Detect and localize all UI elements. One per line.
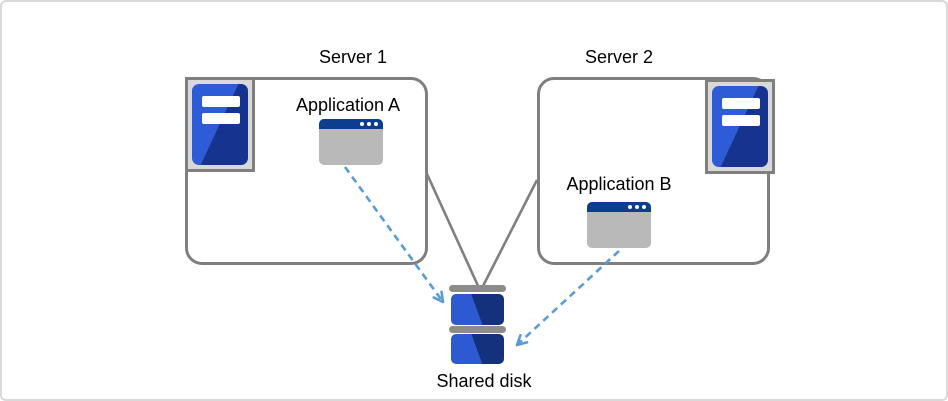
connector-server2-to-disk <box>480 179 539 289</box>
window-titlebar <box>587 202 651 212</box>
connector-server1-to-disk <box>425 173 481 289</box>
server1-label: Server 1 <box>318 47 388 67</box>
server-icon <box>705 79 775 174</box>
application-a-label: Application A <box>295 95 401 115</box>
server-icon <box>185 77 255 172</box>
window-dot-icon <box>367 122 371 126</box>
application-window-icon <box>319 119 383 165</box>
server-slot <box>722 115 760 126</box>
shared-disk-icon <box>449 285 506 364</box>
window-titlebar <box>319 119 383 129</box>
server-slot <box>722 98 760 109</box>
dashed-arrow-appA-to-disk <box>343 166 445 304</box>
disk-bar <box>449 326 506 333</box>
window-dot-icon <box>628 205 632 209</box>
application-window-icon <box>587 202 651 248</box>
disk-unit <box>451 294 504 325</box>
window-buttons <box>628 205 646 209</box>
server-tower <box>712 86 768 167</box>
server-slot <box>202 113 240 124</box>
window-buttons <box>360 122 378 126</box>
server-slot <box>202 96 240 107</box>
window-dot-icon <box>374 122 378 126</box>
dashed-arrow-appB-to-disk <box>515 250 620 347</box>
disk-unit <box>451 334 504 364</box>
window-dot-icon <box>360 122 364 126</box>
disk-bar <box>449 285 506 292</box>
server-tower <box>192 84 248 165</box>
application-b-label: Application B <box>566 174 672 194</box>
server2-label: Server 2 <box>584 47 654 67</box>
window-dot-icon <box>635 205 639 209</box>
shared-disk-label: Shared disk <box>436 371 532 391</box>
window-dot-icon <box>642 205 646 209</box>
